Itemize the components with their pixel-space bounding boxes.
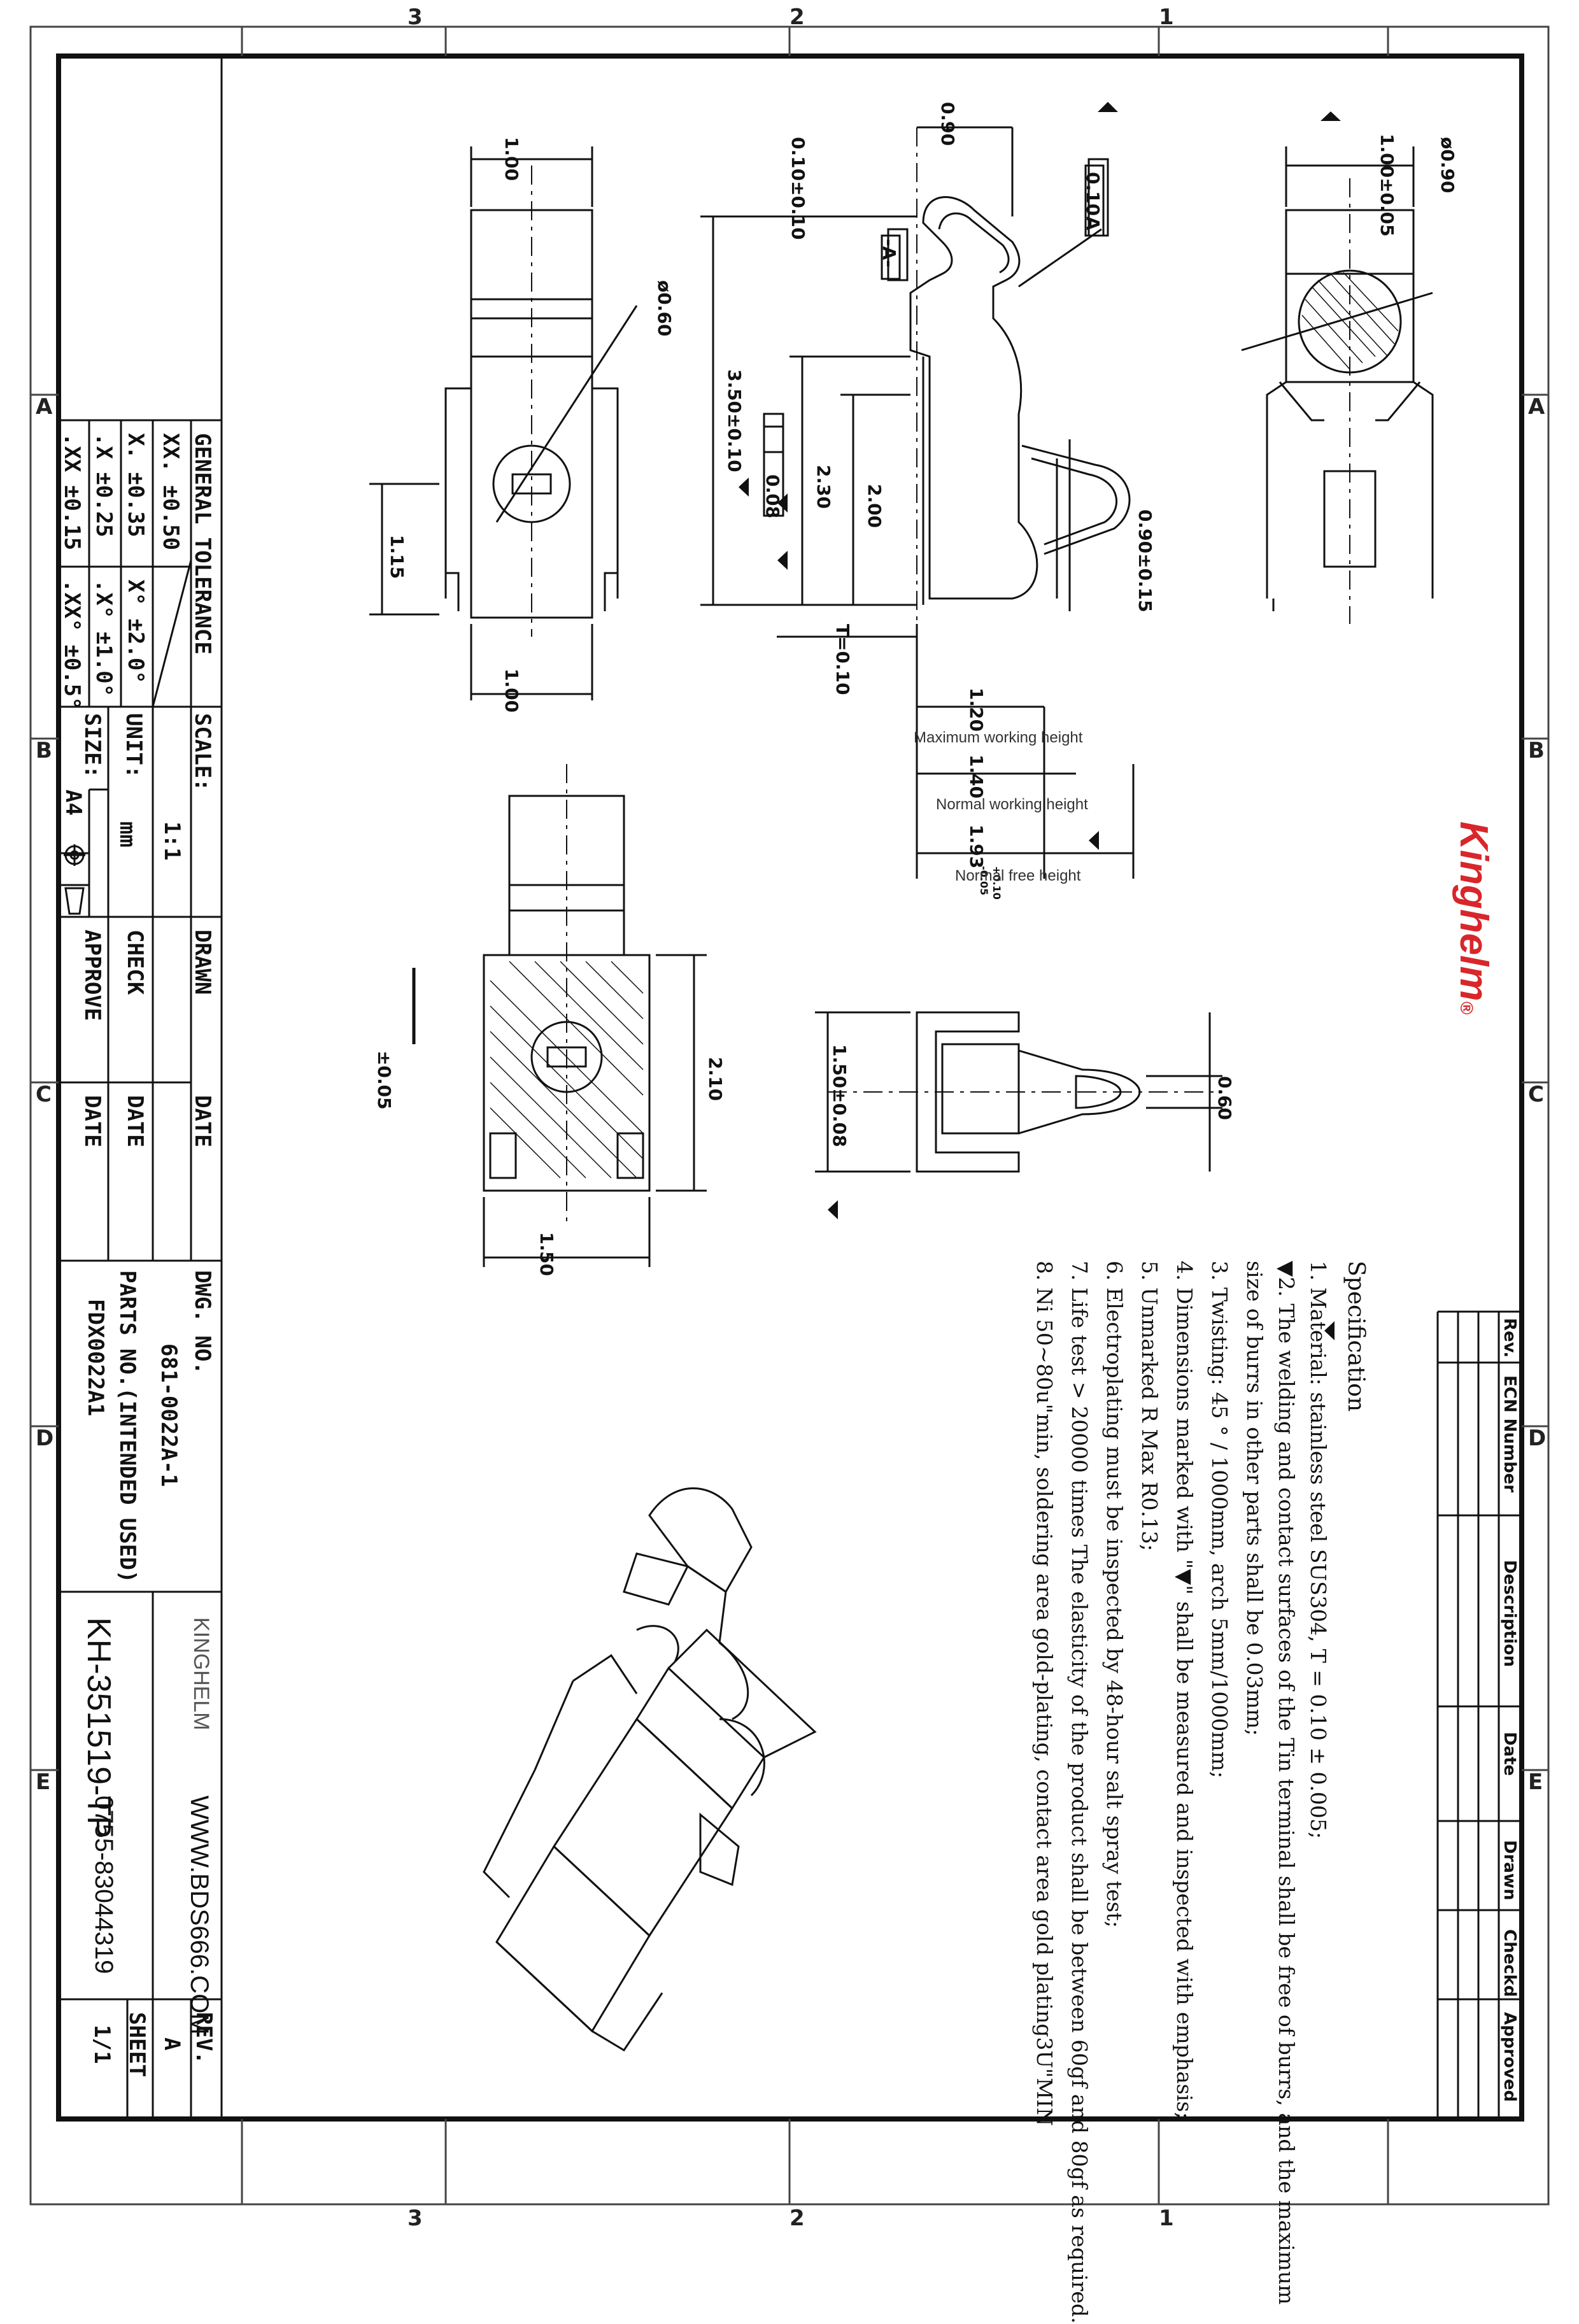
- tb-size-label: SIZE:: [80, 713, 105, 779]
- tb-general-tolerance: GENERAL TOLERANCE: [190, 433, 215, 655]
- tb-check-label: CHECK: [122, 930, 148, 995]
- zone-letter-d-left: D: [36, 1426, 53, 1451]
- dim-front-060: 0.60: [1214, 1076, 1235, 1121]
- spec-line-2: ▼2. The welding and contact surfaces of …: [1274, 1261, 1299, 2305]
- zone-letter-e-right: E: [1528, 1769, 1543, 1795]
- zone-number-2-bottom: 2: [790, 2206, 805, 2231]
- dim-width-193: 1.93: [966, 825, 987, 869]
- dim-height-230: 2.30: [813, 465, 834, 509]
- rev-header-rev: Rev.: [1500, 1318, 1519, 1358]
- spec-line-2b: size of burrs in other parts shall be 0.…: [1242, 1261, 1267, 1736]
- tb-parts-label: PARTS NO.(INTENDED USED): [115, 1270, 140, 1584]
- rev-header-description: Description: [1500, 1560, 1519, 1668]
- spec-line-1: 1. Material: stainless steel SUS304, T =…: [1306, 1261, 1331, 1839]
- dim-width-120: 1.20: [966, 688, 987, 732]
- tb-date-label-1: DATE: [190, 1095, 215, 1147]
- zone-letter-b-right: B: [1528, 738, 1545, 763]
- spec-title: Specification: [1343, 1261, 1369, 1412]
- tb-rev-value: A: [159, 2037, 185, 2051]
- zone-letter-a-right: A: [1528, 394, 1545, 420]
- dim-top-width: 1.00: [501, 137, 522, 181]
- dim-datum-ref: A: [1082, 216, 1103, 230]
- dim-total-height: 3.50±0.10: [724, 369, 745, 472]
- dim-hole-diameter: ø0.60: [654, 280, 675, 337]
- spec-line-5: 5. Unmarked R Max R0.13;: [1137, 1261, 1162, 1552]
- tb-tol-dotxx-angle: .XX° ±0.5°: [59, 579, 85, 710]
- tb-tol-x-angle: X° ±2.0°: [123, 579, 148, 684]
- registered-mark: ®: [1457, 1001, 1476, 1015]
- tb-dwg-no-label: DWG. NO.: [190, 1270, 215, 1375]
- tb-tol-xx: XX. ±0.50: [158, 433, 183, 551]
- tb-size-value: A4: [60, 790, 86, 816]
- dim-width-140: 1.40: [966, 755, 987, 799]
- note-normal-working-height: Normal working height: [936, 796, 1088, 813]
- brand-logo-text: Kinghelm: [1452, 821, 1496, 1002]
- dim-side-height: 1.15: [386, 535, 407, 579]
- tb-scale-label: SCALE:: [190, 713, 215, 791]
- dim-flatness: 0.08: [762, 474, 783, 519]
- tb-phone: 0755-83044319: [90, 1796, 118, 1974]
- tb-date-label-2: DATE: [122, 1095, 148, 1147]
- note-normal-free-height: Normal free height: [955, 867, 1081, 884]
- tb-website: WWW.BDS666.COM: [185, 1796, 213, 2035]
- dim-thickness-top: 0.10±0.10: [788, 137, 809, 240]
- tb-watermark: KINGHELM: [189, 1617, 213, 1731]
- zone-letter-e-left: E: [36, 1769, 50, 1795]
- zone-letter-a-left: A: [36, 394, 53, 420]
- zone-number-1-top: 1: [1159, 4, 1174, 30]
- spec-line-3: 3. Twisting: 45 ° / 1000mm, arch 5mm/100…: [1207, 1261, 1232, 1779]
- spec-line-6: 6. Electroplating must be inspected by 4…: [1102, 1261, 1127, 1928]
- dim-section-width-150: 1.50: [536, 1232, 557, 1277]
- spec-line-7: 7. Life test > 20000 times The elasticit…: [1067, 1261, 1092, 2324]
- dim-datum-box: -A-: [879, 239, 900, 267]
- tb-approve-label: APPROVE: [80, 930, 105, 1021]
- dim-right-diameter: ø0.90: [1437, 137, 1458, 194]
- dim-pad-tolerance: ±0.05: [374, 1051, 395, 1110]
- zone-letter-b-left: B: [36, 738, 52, 763]
- dim-thickness: T=0.10: [832, 624, 853, 695]
- spec-line-4: 4. Dimensions marked with "▼" shall be m…: [1172, 1261, 1197, 2120]
- drawing-sheet: 3 2 1 3 2 1 A B C D E A B C D E 1.00 1.0…: [29, 4, 1550, 2324]
- rev-header-date: Date: [1500, 1732, 1519, 1776]
- zone-number-3-bottom: 3: [407, 2206, 423, 2231]
- tb-dwg-no-value: 681-0022A-1: [156, 1343, 181, 1487]
- tb-sheet-label: SHEET: [124, 2012, 150, 2078]
- tb-tol-dotxx: .XX ±0.15: [59, 433, 85, 551]
- rev-header-drawn: Drawn: [1500, 1840, 1519, 1901]
- dim-section-height-210: 2.10: [705, 1057, 726, 1102]
- dim-front-150: 1.50±0.08: [829, 1044, 850, 1147]
- rev-header-checkd: Checkd: [1500, 1929, 1519, 1997]
- dim-pitch-090: 0.90: [937, 102, 958, 146]
- zone-number-3-top: 3: [407, 4, 423, 30]
- tb-tol-x: X. ±0.35: [123, 433, 148, 537]
- dim-contact-090: 0.90±0.15: [1135, 509, 1156, 613]
- tb-unit-label: UNIT:: [121, 713, 146, 779]
- zone-letter-d-right: D: [1528, 1426, 1546, 1451]
- note-max-working-height: Maximum working height: [914, 729, 1083, 746]
- dim-right-top-width: 1.00±0.05: [1377, 134, 1398, 237]
- tb-parts-value: FDX0022A1: [83, 1299, 108, 1417]
- tb-date-label-3: DATE: [80, 1095, 105, 1147]
- tb-sheet-value: 1/1: [89, 2025, 115, 2064]
- zone-number-1-bottom: 1: [1159, 2206, 1174, 2231]
- tb-tol-dotx-angle: .X° ±1.0°: [91, 579, 117, 697]
- rev-header-ecn: ECN Number: [1500, 1375, 1519, 1493]
- zone-letter-c-left: C: [36, 1082, 52, 1107]
- tb-rev-label: REV.: [191, 2012, 216, 2064]
- tb-tol-dotx: .X ±0.25: [91, 433, 117, 537]
- zone-letter-c-right: C: [1528, 1082, 1544, 1107]
- rev-header-approved: Approved: [1500, 2012, 1519, 2102]
- spec-line-8: 8. Ni 50~80u"min, soldering area gold-pl…: [1032, 1261, 1057, 2127]
- brand-logo: Kinghelm®: [1451, 821, 1496, 1014]
- dim-height-200: 2.00: [864, 484, 885, 528]
- dim-bottom-width: 1.00: [501, 669, 522, 713]
- tb-drawn-label: DRAWN: [190, 930, 215, 995]
- tb-unit-value: mm: [115, 821, 140, 847]
- zone-number-2-top: 2: [790, 4, 805, 30]
- dim-parallel: 0.10: [1082, 172, 1103, 216]
- drawing-geometry: 3 2 1 3 2 1 A B C D E A B C D E: [29, 4, 1550, 2231]
- tb-scale-value: 1:1: [159, 821, 185, 861]
